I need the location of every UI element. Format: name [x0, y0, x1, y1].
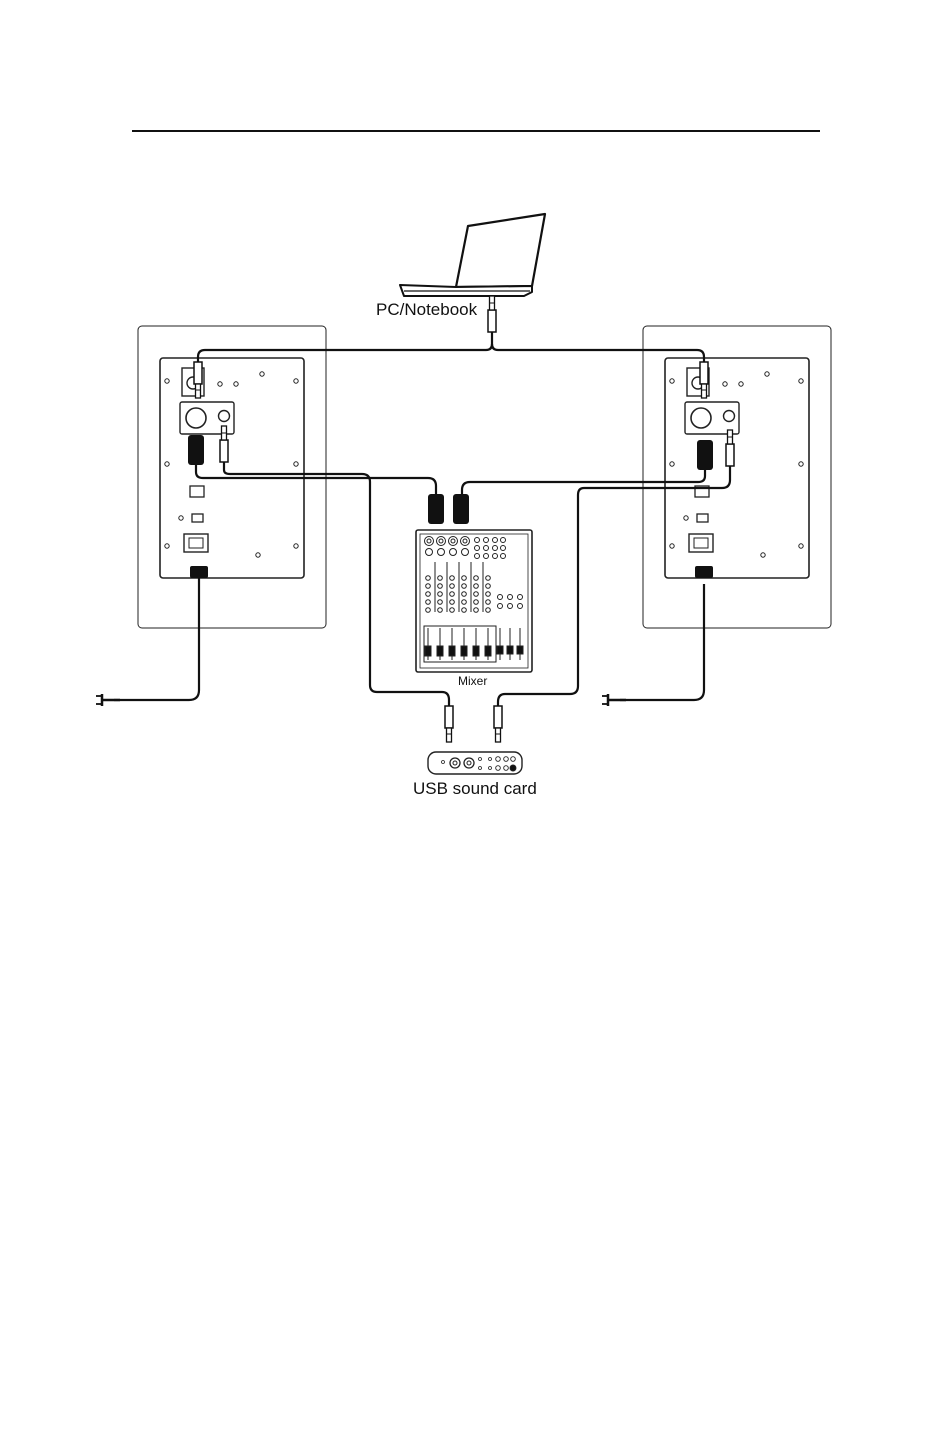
mixer-left-xlr — [428, 494, 444, 524]
left-speaker-jack-plug — [194, 362, 202, 398]
right-speaker-panel — [643, 326, 831, 628]
mixer-icon — [416, 530, 532, 672]
right-speaker-jack-plug — [700, 362, 708, 398]
usb-left-jack-plug — [445, 706, 453, 742]
mixer-label: Mixer — [458, 674, 487, 688]
left-xlr-connector — [188, 435, 204, 465]
right-xlr-connector — [697, 440, 713, 470]
right-trs-plug — [726, 430, 734, 466]
laptop-icon — [400, 214, 545, 296]
mixer-right-xlr — [453, 494, 469, 524]
left-mains-plug-icon — [96, 694, 120, 706]
pc-jack-plug — [488, 296, 496, 332]
usb-sound-card-label: USB sound card — [413, 779, 537, 799]
right-mains-plug-icon — [602, 694, 626, 706]
usb-sound-card-icon — [428, 752, 522, 774]
usb-right-jack-plug — [494, 706, 502, 742]
pc-notebook-label: PC/Notebook — [376, 300, 477, 320]
left-trs-plug — [220, 426, 228, 462]
